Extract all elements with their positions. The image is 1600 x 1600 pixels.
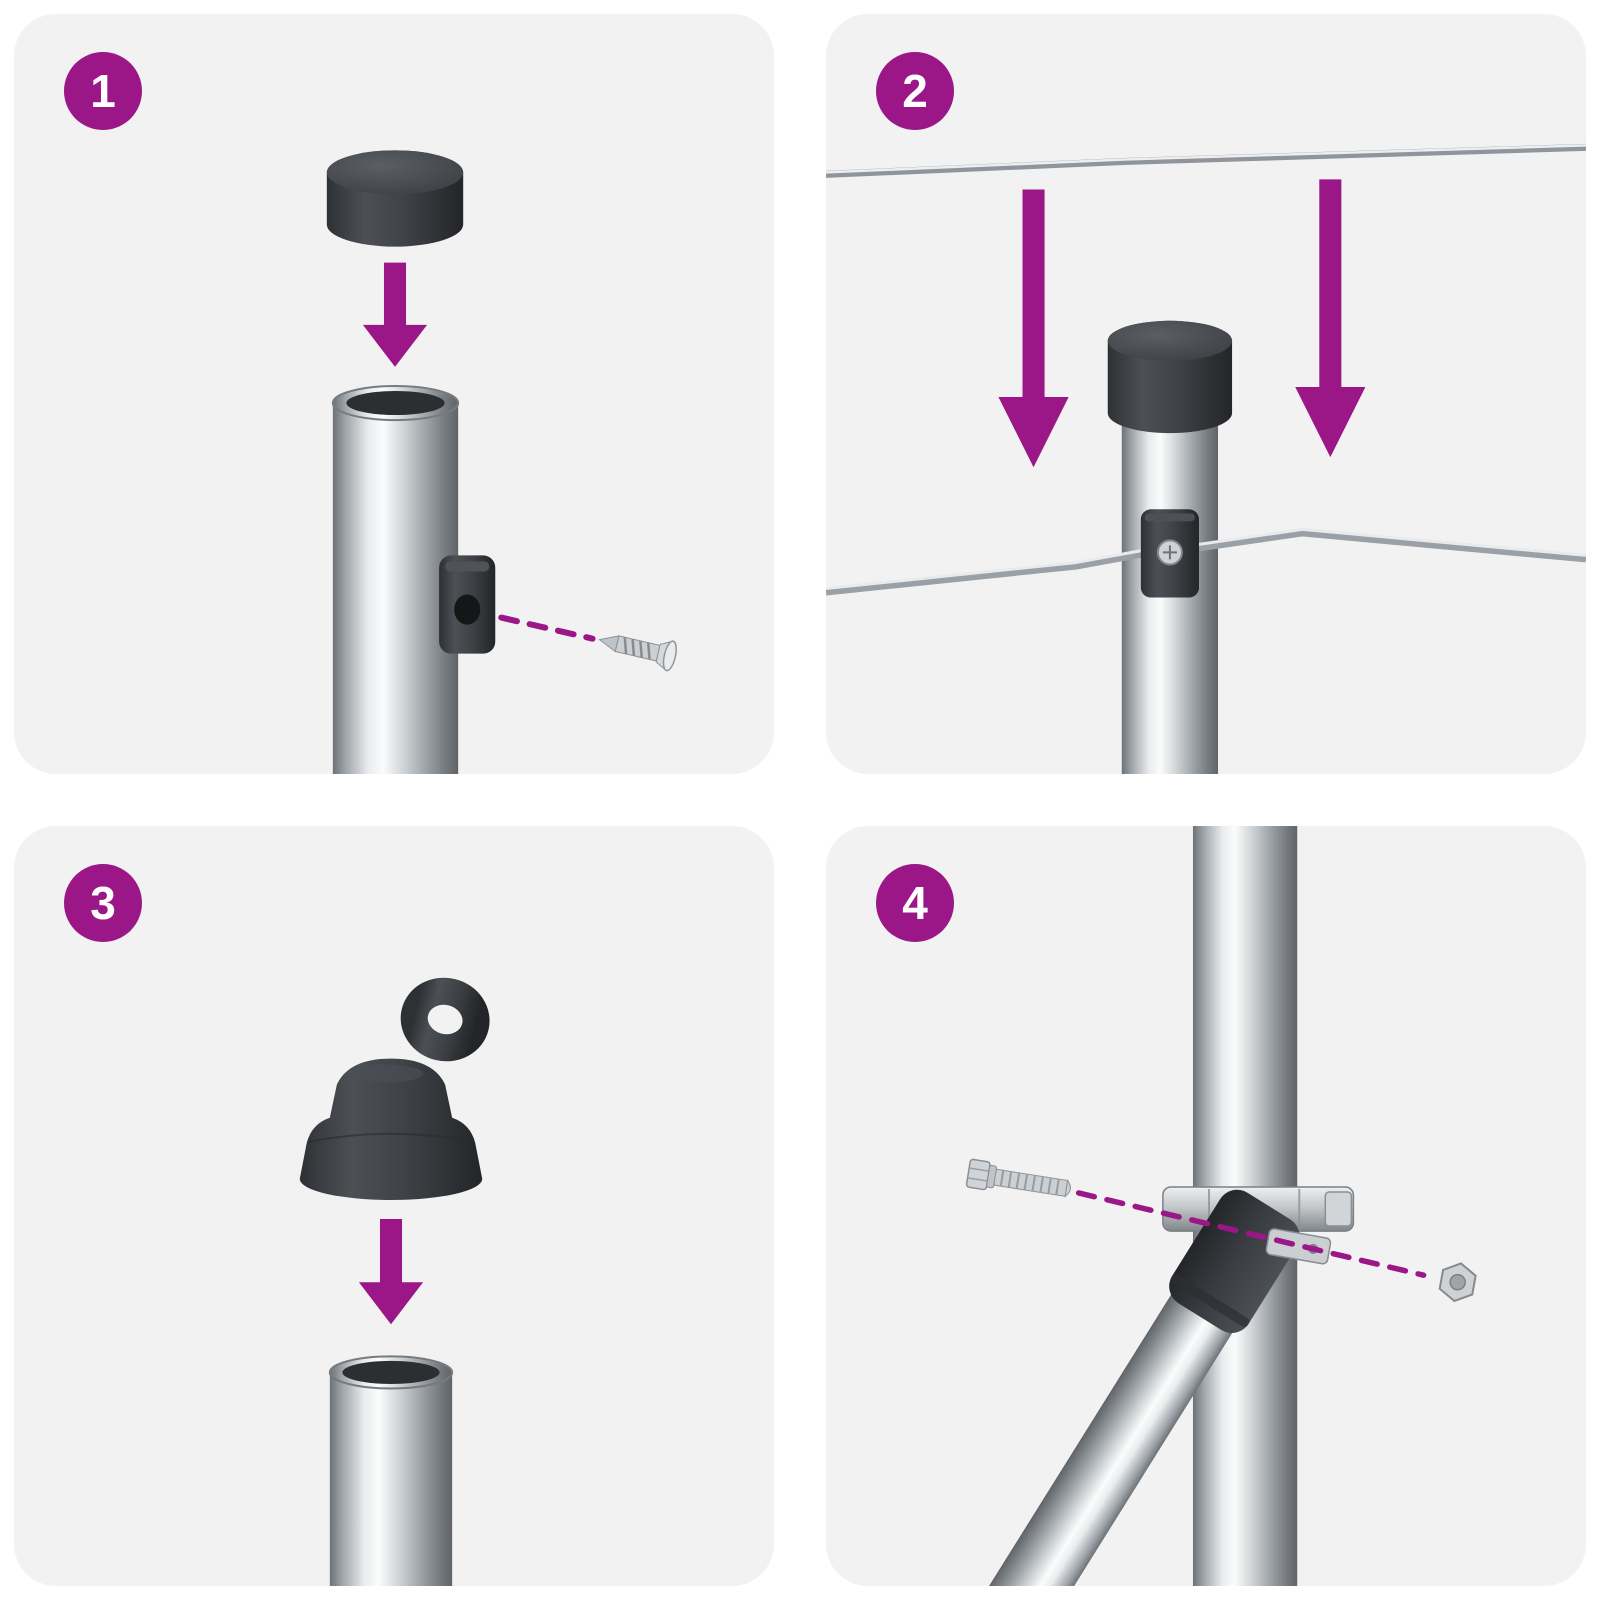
nut	[1438, 1262, 1477, 1303]
step-1-number: 1	[90, 65, 116, 117]
upper-wire	[826, 143, 1586, 178]
step-1-badge: 1	[64, 52, 142, 130]
step-4-panel: 4	[826, 826, 1586, 1586]
arrow-down-icon	[362, 262, 428, 367]
arrow-down-left-icon	[998, 189, 1069, 468]
step-3-panel: 3	[14, 826, 774, 1586]
step-1-illustration	[326, 150, 677, 774]
eyelet-ring	[400, 977, 490, 1062]
step-3-badge: 3	[64, 864, 142, 942]
diagonal-brace	[897, 1189, 1300, 1586]
dashed-guide-line	[498, 614, 596, 642]
step-2-panel: 2	[826, 14, 1586, 774]
dashed-guide-line	[1075, 1190, 1427, 1278]
step-4-number: 4	[902, 877, 928, 929]
lower-wire	[826, 527, 1586, 596]
eyelet-cap	[299, 977, 490, 1200]
step-3-illustration	[299, 977, 490, 1586]
wire-clip	[1140, 509, 1199, 598]
step-4-badge: 4	[876, 864, 954, 942]
post	[331, 384, 460, 774]
post-cap	[1107, 320, 1233, 434]
post-cap	[326, 150, 464, 247]
step-2-illustration	[826, 143, 1586, 774]
step-2-badge: 2	[876, 52, 954, 130]
post	[328, 1355, 454, 1586]
wire-clip	[439, 555, 496, 654]
arrow-down-icon	[358, 1219, 424, 1325]
step-2-number: 2	[902, 65, 928, 117]
bolt	[965, 1158, 1071, 1198]
arrow-down-right-icon	[1295, 179, 1366, 458]
step-3-number: 3	[90, 877, 116, 929]
step-1-panel: 1	[14, 14, 774, 774]
step-4-illustration	[897, 826, 1477, 1586]
screw	[598, 635, 677, 672]
